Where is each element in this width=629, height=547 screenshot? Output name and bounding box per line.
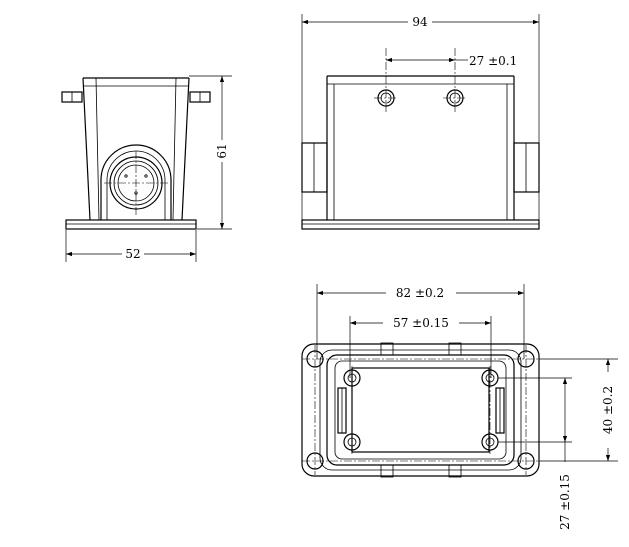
dim-bottom-height: 40 ±0.2 <box>601 386 615 434</box>
front-view <box>61 77 211 230</box>
dim-front-height: 61 <box>215 143 229 158</box>
bottom-dimensions: 82 ±0.2 57 ±0.15 40 ±0.2 27 ±0.15 <box>316 284 618 530</box>
dim-bottom-outer: 82 ±0.2 <box>396 286 444 300</box>
dim-side-pitch: 27 ±0.1 <box>469 54 517 68</box>
dim-front-width: 52 <box>125 247 140 261</box>
side-view <box>301 48 540 230</box>
bottom-view <box>301 342 540 478</box>
dim-bottom-inner: 57 ±0.15 <box>393 316 449 330</box>
side-dimensions: 94 27 ±0.1 <box>301 14 540 220</box>
front-dimensions: 52 61 <box>65 75 232 262</box>
dim-side-width: 94 <box>412 15 428 29</box>
dim-bottom-pitch: 27 ±0.15 <box>558 474 572 530</box>
